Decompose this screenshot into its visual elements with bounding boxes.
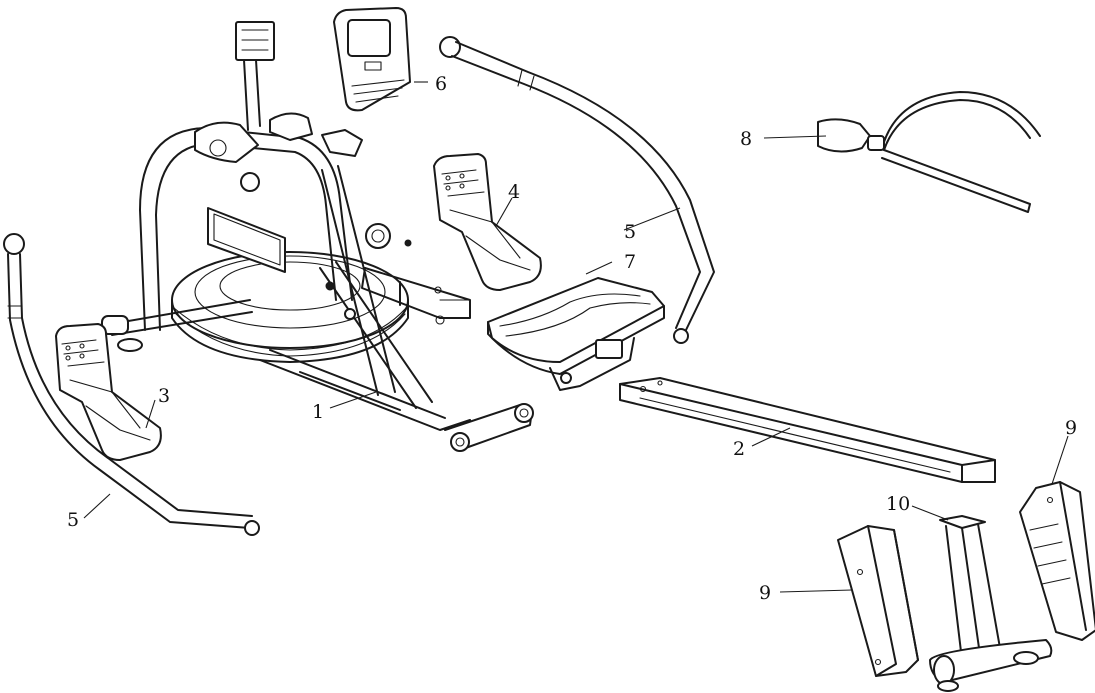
part-pedal-right	[433, 153, 542, 291]
part-rail	[619, 377, 996, 483]
part-cover-right	[1019, 481, 1095, 641]
part-rear-stabilizer	[929, 515, 1053, 692]
callout-rail: 2	[733, 438, 745, 460]
callout-rear-stabilizer: 10	[886, 493, 910, 515]
part-pump	[817, 91, 1041, 213]
part-seat	[487, 277, 665, 391]
part-frame	[101, 21, 534, 452]
callout-handle-arm-right: 5	[624, 221, 636, 243]
callout-console: 6	[435, 73, 447, 95]
callout-frame: 1	[312, 401, 324, 423]
part-cover-left	[837, 525, 919, 677]
callout-cover-left: 9	[759, 582, 771, 604]
leader-lines	[83, 81, 1069, 593]
part-handle-arm-right	[439, 36, 715, 344]
part-handle-arm-left	[3, 233, 260, 536]
callout-pedal-left: 3	[158, 385, 170, 407]
callout-pedal-right: 4	[508, 181, 520, 203]
callout-pump: 8	[740, 128, 752, 150]
callout-labels: 1 2 3 4 5 5 6 7 8 9 9 10	[67, 73, 1077, 604]
callout-cover-right: 9	[1065, 417, 1077, 439]
part-console	[333, 7, 411, 112]
callout-seat: 7	[624, 251, 636, 273]
part-pedal-left	[55, 323, 162, 461]
callout-handle-arm-left: 5	[67, 509, 79, 531]
